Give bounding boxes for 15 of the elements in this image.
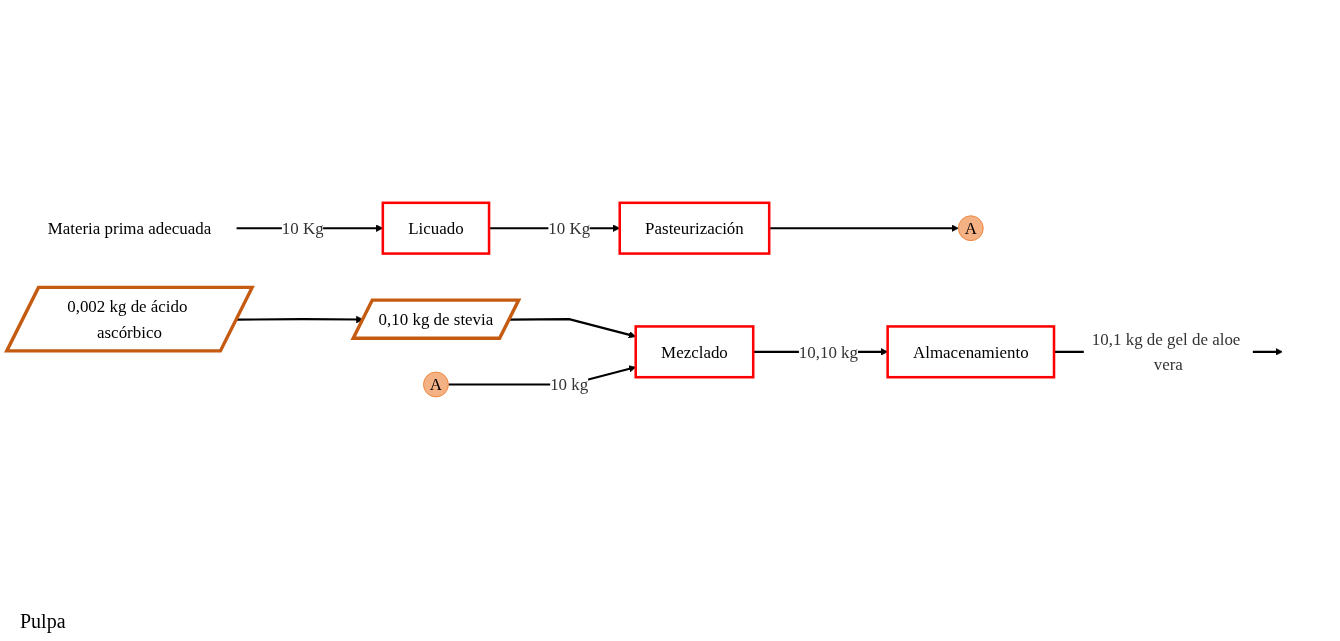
- node-box: Pasteurización: [618, 201, 771, 255]
- edge-label: 10 kg: [550, 375, 589, 394]
- node-text: Materia prima adecuada: [47, 218, 212, 238]
- edge-label: 10,10 kg: [798, 342, 859, 362]
- flow-note: Pulpa: [20, 610, 66, 633]
- node-circle: A: [957, 215, 984, 242]
- edge-label: 10,1 kg de gel de aloe vera: [1091, 329, 1241, 374]
- arrow: [236, 315, 364, 324]
- node-box: Licuado: [381, 201, 491, 255]
- edge-label: 10 Kg: [548, 218, 591, 238]
- node-box: Almacenamiento: [886, 325, 1056, 379]
- node-box: Mezclado: [634, 325, 755, 379]
- arrow: [769, 224, 959, 232]
- node-circle: A: [423, 371, 449, 398]
- edge-label: 10 Kg: [281, 218, 324, 238]
